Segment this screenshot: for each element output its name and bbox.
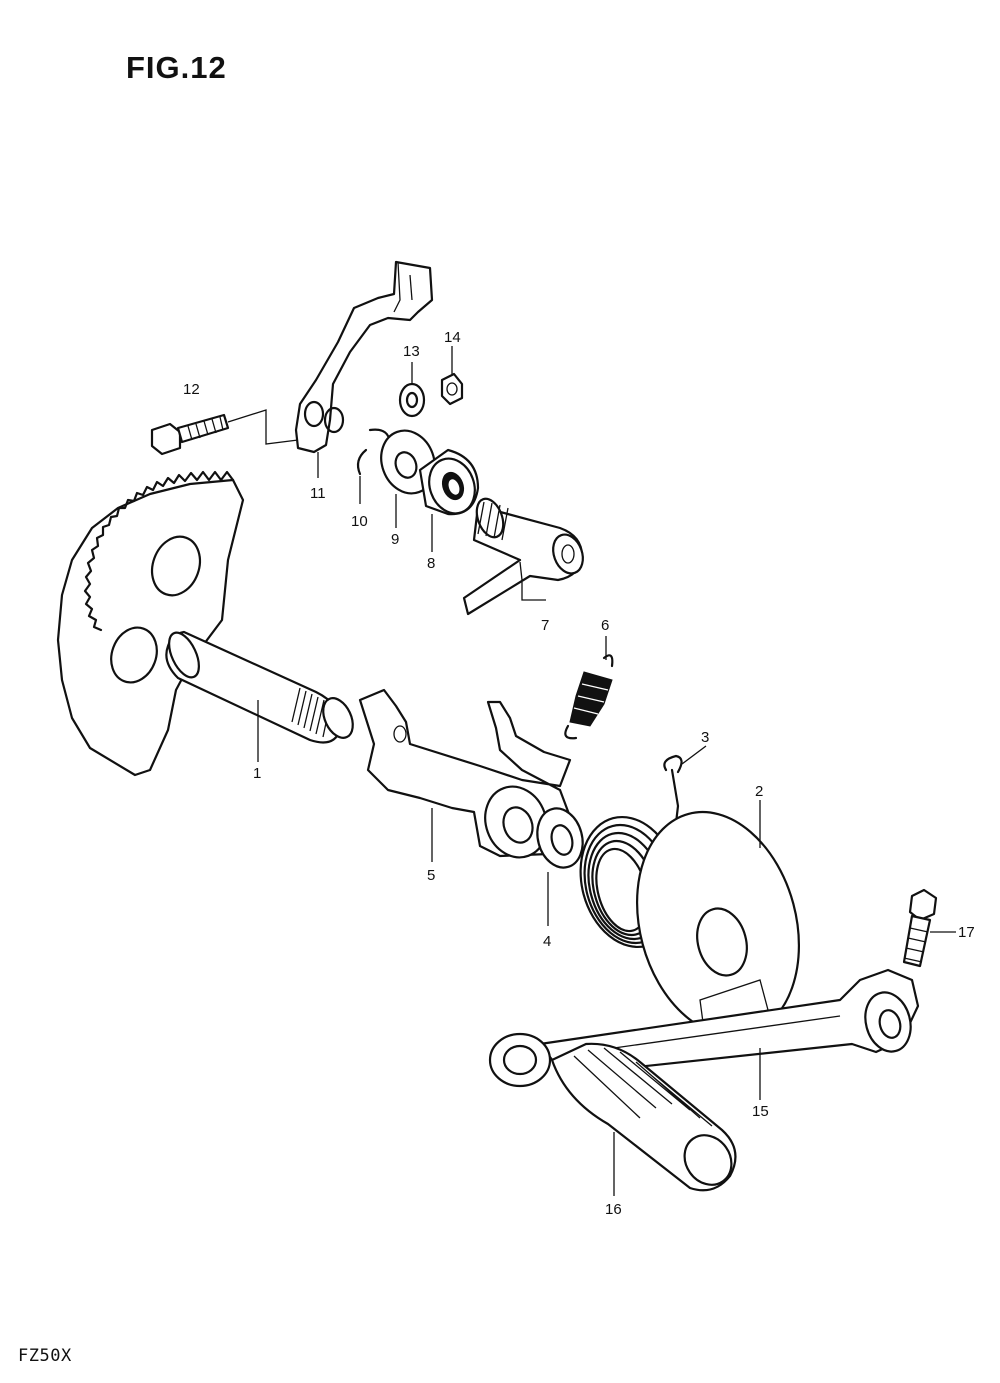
nut-14-part <box>440 372 464 406</box>
callout-6: 6 <box>601 617 609 634</box>
kick-lever-15-part <box>488 968 920 1088</box>
callout-1: 1 <box>253 765 261 782</box>
callout-7: 7 <box>541 617 549 634</box>
leader-line-12 <box>227 409 299 445</box>
bushing-8-part <box>418 448 480 516</box>
callout-13: 13 <box>403 343 420 360</box>
callout-17: 17 <box>958 924 975 941</box>
leader-lines <box>227 346 956 1196</box>
washer-13-part <box>398 382 426 418</box>
leader-line-7 <box>521 582 546 601</box>
callout-14: 14 <box>444 329 461 346</box>
stopper-bracket-part <box>294 260 434 454</box>
kick-shaft-arm-7-part <box>462 497 584 616</box>
callout-16: 16 <box>605 1201 622 1218</box>
callout-15: 15 <box>752 1103 769 1120</box>
callout-12: 12 <box>183 381 200 398</box>
callout-labels: 1 2 3 4 5 6 7 8 9 10 11 12 13 14 15 16 1… <box>183 329 975 1218</box>
spring-6-part <box>564 654 614 740</box>
figure-title: FIG.12 <box>126 50 227 85</box>
bolt-17-part <box>902 888 938 968</box>
callout-8: 8 <box>427 555 435 572</box>
kick-grip-16-part <box>550 1042 737 1192</box>
washer-4-part <box>536 807 584 869</box>
model-code: FZ50X <box>18 1346 72 1366</box>
callout-2: 2 <box>755 783 763 800</box>
callout-11: 11 <box>310 485 326 502</box>
callout-3: 3 <box>701 729 709 746</box>
circlip-10-part <box>356 428 390 476</box>
leader-line-3 <box>681 745 707 765</box>
callout-5: 5 <box>427 867 435 884</box>
kick-guide-5-part <box>358 688 574 859</box>
bolt-12-part <box>150 413 230 456</box>
callout-10: 10 <box>351 513 368 530</box>
kick-gear-shaft-part <box>56 470 354 777</box>
callout-9: 9 <box>391 531 399 548</box>
callout-4: 4 <box>543 933 551 950</box>
